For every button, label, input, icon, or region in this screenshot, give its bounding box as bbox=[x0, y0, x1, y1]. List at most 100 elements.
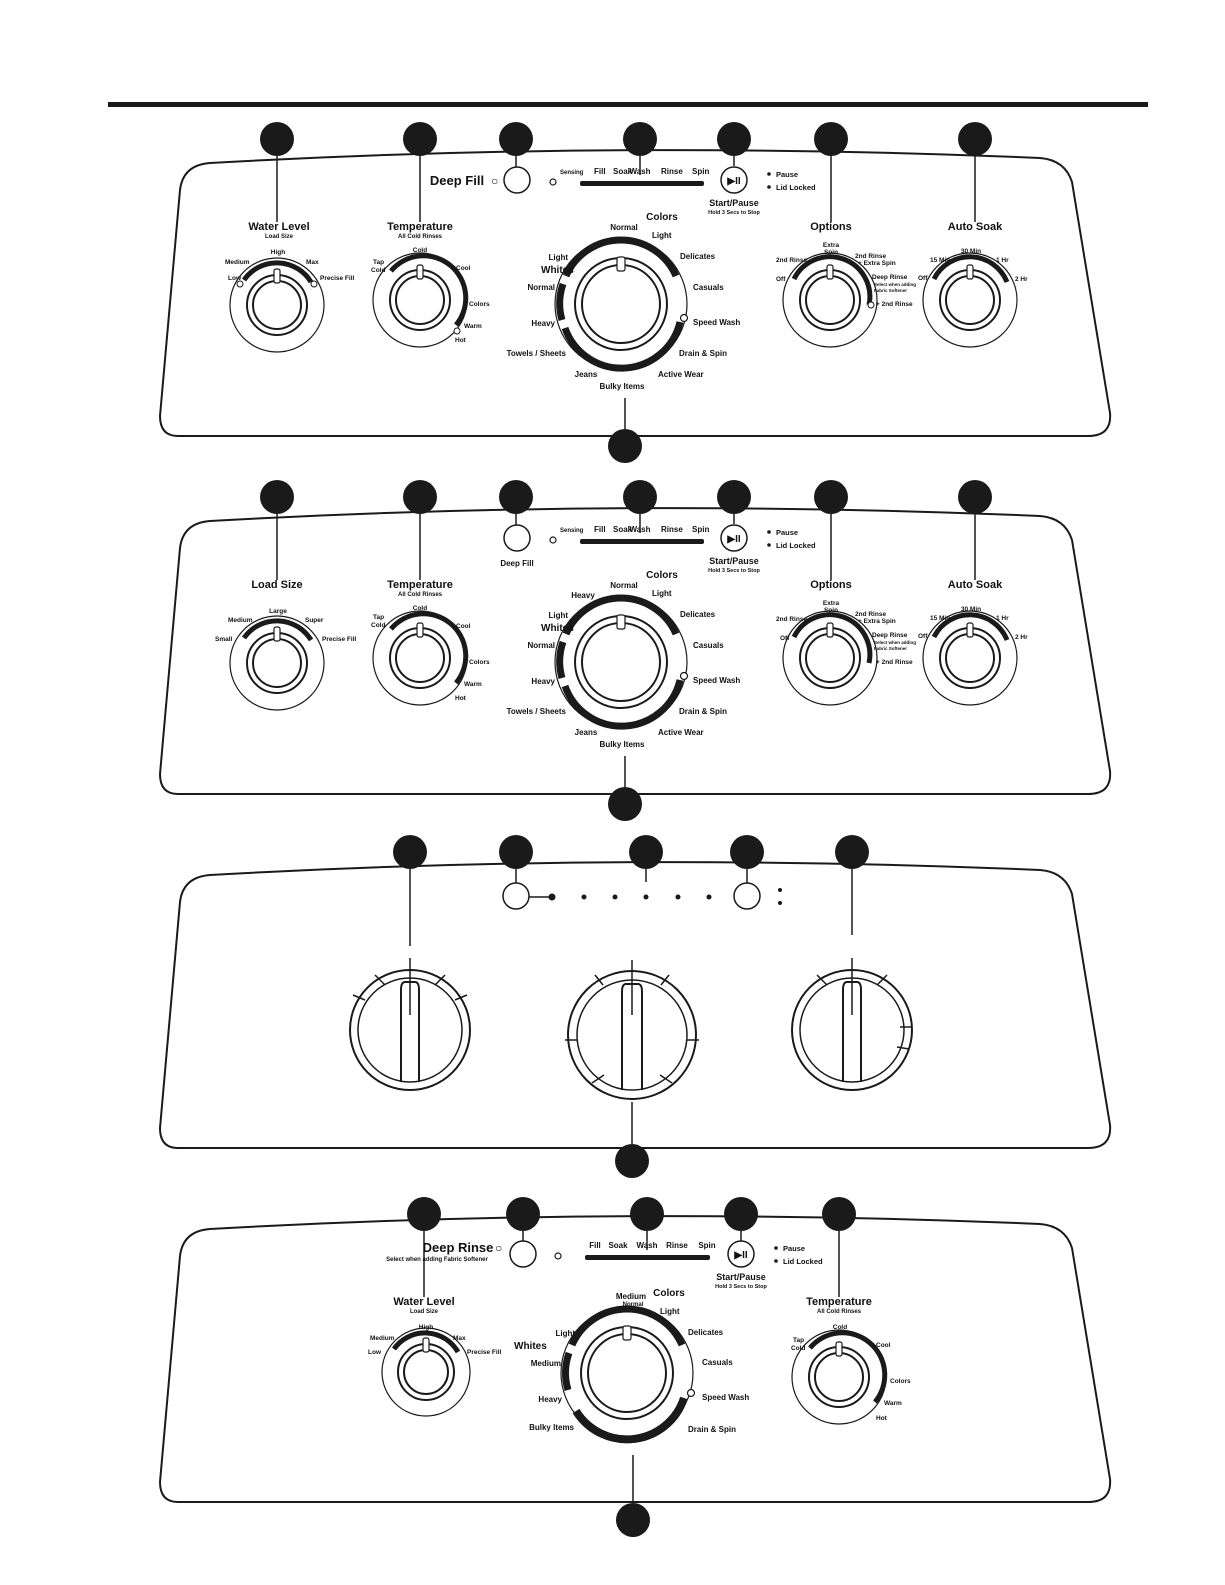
knob-label: Cool bbox=[456, 623, 471, 630]
knob-label: Cold bbox=[791, 1345, 805, 1352]
knob-label: Cool bbox=[456, 265, 471, 272]
knob-label: + Extra Spin bbox=[858, 618, 896, 625]
load-size-knob[interactable]: Load Size Small Medium Large Super Preci… bbox=[215, 579, 357, 711]
stage-spin: Spin bbox=[698, 1241, 715, 1250]
start-pause-button[interactable] bbox=[720, 166, 748, 194]
knob-label: 1 Hr bbox=[996, 257, 1009, 264]
auto-soak-knob[interactable]: Auto Soak Off 15 Min 30 Min 1 Hr 2 Hr bbox=[918, 221, 1028, 348]
knob-label: Tap bbox=[793, 1337, 804, 1344]
deep-rinse-button[interactable] bbox=[509, 1240, 537, 1268]
water-level-knob[interactable]: Water Level Load Size Low Medium High Ma… bbox=[225, 221, 355, 353]
left-dial-knob[interactable] bbox=[349, 958, 471, 1091]
panel-1: Deep Fill ○ Sensing Fill Soak Wash Rinse… bbox=[158, 122, 1112, 463]
temperature-knob[interactable]: Temperature All Cold Rinses Tap Cold Col… bbox=[371, 221, 490, 348]
knob-title: Auto Soak bbox=[948, 221, 1003, 233]
cycle-label: Light bbox=[652, 231, 672, 240]
panel-3 bbox=[158, 835, 1112, 1178]
start-pause-button[interactable] bbox=[727, 1240, 755, 1268]
callout-marker bbox=[814, 122, 848, 156]
stage-spin: Spin bbox=[692, 167, 709, 176]
speed-wash-indicator bbox=[686, 1388, 696, 1398]
knob-label: Select when adding bbox=[874, 282, 916, 287]
cycle-label: Speed Wash bbox=[693, 318, 740, 327]
cycle-label: Towels / Sheets bbox=[507, 707, 567, 716]
right-dial-knob[interactable] bbox=[791, 958, 913, 1091]
deep-fill-button[interactable] bbox=[503, 166, 531, 194]
stage-rinse: Rinse bbox=[666, 1241, 688, 1250]
knob-title: Temperature bbox=[806, 1296, 872, 1308]
knob-label: Fabric Softener bbox=[874, 288, 907, 293]
speed-wash-indicator bbox=[679, 313, 689, 323]
callout-marker bbox=[608, 429, 642, 463]
knob-label: Warm bbox=[464, 681, 482, 688]
start-pause-label: Start/Pause bbox=[716, 1272, 766, 1282]
knob-label: Cold bbox=[371, 267, 385, 274]
temperature-knob[interactable]: Temperature All Cold Rinses Tap Cold Col… bbox=[371, 579, 490, 706]
knob-subtitle: All Cold Rinses bbox=[398, 234, 443, 240]
options-knob[interactable]: Options Off 2nd Rinse Extra Spin 2nd Rin… bbox=[776, 221, 916, 348]
start-pause-sublabel: Hold 3 Secs to Stop bbox=[715, 1284, 767, 1290]
cycle-label: Drain & Spin bbox=[679, 349, 727, 358]
center-dial-knob[interactable] bbox=[565, 960, 699, 1100]
auto-soak-knob[interactable]: Auto Soak Off 15 Min 30 Min 1 Hr 2 Hr bbox=[918, 579, 1028, 706]
cycle-label: Delicates bbox=[688, 1328, 724, 1337]
knob-label: High bbox=[271, 249, 285, 256]
knob-label: Colors bbox=[469, 301, 490, 308]
knob-label: Off bbox=[776, 276, 786, 283]
start-pause-button[interactable] bbox=[720, 524, 748, 552]
knob-label: Warm bbox=[464, 323, 482, 330]
cycle-label: Normal bbox=[610, 223, 638, 232]
deep-fill-button[interactable] bbox=[502, 882, 530, 910]
status-bar bbox=[580, 181, 704, 186]
knob-label: Large bbox=[269, 608, 287, 615]
knob-label: Off bbox=[780, 635, 790, 642]
knob-label: Tap bbox=[373, 614, 384, 621]
knob-label: Off bbox=[918, 633, 928, 640]
knob-label: Cold bbox=[413, 247, 427, 254]
panel-1-outline bbox=[158, 149, 1112, 437]
knob-label: Precise Fill bbox=[320, 275, 355, 282]
start-pause-sublabel: Hold 3 Secs to Stop bbox=[708, 568, 760, 574]
cycle-label: Light bbox=[548, 611, 568, 620]
cycle-label: Heavy bbox=[531, 677, 555, 686]
deep-fill-indicator-light bbox=[549, 536, 557, 544]
knob-label: + 2nd Rinse bbox=[876, 659, 913, 666]
pause-light-label: Pause bbox=[783, 1244, 805, 1253]
knob-label: Precise Fill bbox=[467, 1349, 502, 1356]
deep-fill-button[interactable] bbox=[503, 524, 531, 552]
knob-title: Temperature bbox=[387, 221, 453, 233]
lid-locked-light-label: Lid Locked bbox=[776, 541, 816, 550]
cycle-selector-knob[interactable]: Whites Colors Normal Light Light Normal … bbox=[507, 212, 741, 391]
water-level-knob[interactable]: Water Level Load Size Low Medium High Ma… bbox=[368, 1296, 502, 1417]
cycle-label: Medium bbox=[531, 1359, 561, 1368]
start-pause-button[interactable] bbox=[733, 882, 761, 910]
cycle-selector-knob[interactable]: Whites Colors Normal Light Heavy Light N… bbox=[507, 570, 741, 749]
knob-label: High bbox=[419, 1324, 433, 1331]
stage-soak: Soak bbox=[608, 1241, 628, 1250]
cycle-label: Drain & Spin bbox=[679, 707, 727, 716]
stage-fill: Fill bbox=[594, 525, 606, 534]
page-top-rule bbox=[108, 102, 1148, 107]
knob-subtitle: All Cold Rinses bbox=[398, 592, 443, 598]
knob-label: Extra bbox=[823, 600, 840, 607]
cycle-selector-knob[interactable]: Whites Colors Medium Normal Light Light … bbox=[514, 1288, 749, 1444]
knob-title: Auto Soak bbox=[948, 579, 1003, 591]
panel-3-callouts bbox=[393, 835, 869, 1178]
deep-rinse-indicator-light bbox=[554, 1252, 562, 1260]
pause-light-label: Pause bbox=[776, 528, 798, 537]
knob-label: Fabric Softener bbox=[874, 646, 907, 651]
knob-label: + Extra Spin bbox=[858, 260, 896, 267]
panel-2: Deep Fill Sensing Fill Soak Wash Rinse S… bbox=[158, 480, 1112, 821]
cycle-label: Delicates bbox=[680, 252, 716, 261]
options-knob[interactable]: Options Off 2nd Rinse Extra Spin 2nd Rin… bbox=[776, 579, 916, 706]
temperature-knob[interactable]: Temperature All Cold Rinses Tap Cold Col… bbox=[791, 1296, 911, 1425]
knob-label: Deep Rinse bbox=[872, 632, 908, 639]
start-pause-label: Start/Pause bbox=[709, 198, 759, 208]
colors-group-label: Colors bbox=[653, 1288, 685, 1299]
knob-title: Water Level bbox=[393, 1296, 454, 1308]
cycle-status-bar: Fill Soak Wash Rinse Spin bbox=[585, 1241, 716, 1260]
knob-subtitle: Load Size bbox=[410, 1309, 439, 1315]
sensing-label: Sensing bbox=[560, 170, 584, 176]
knob-label: Spin bbox=[824, 249, 838, 256]
